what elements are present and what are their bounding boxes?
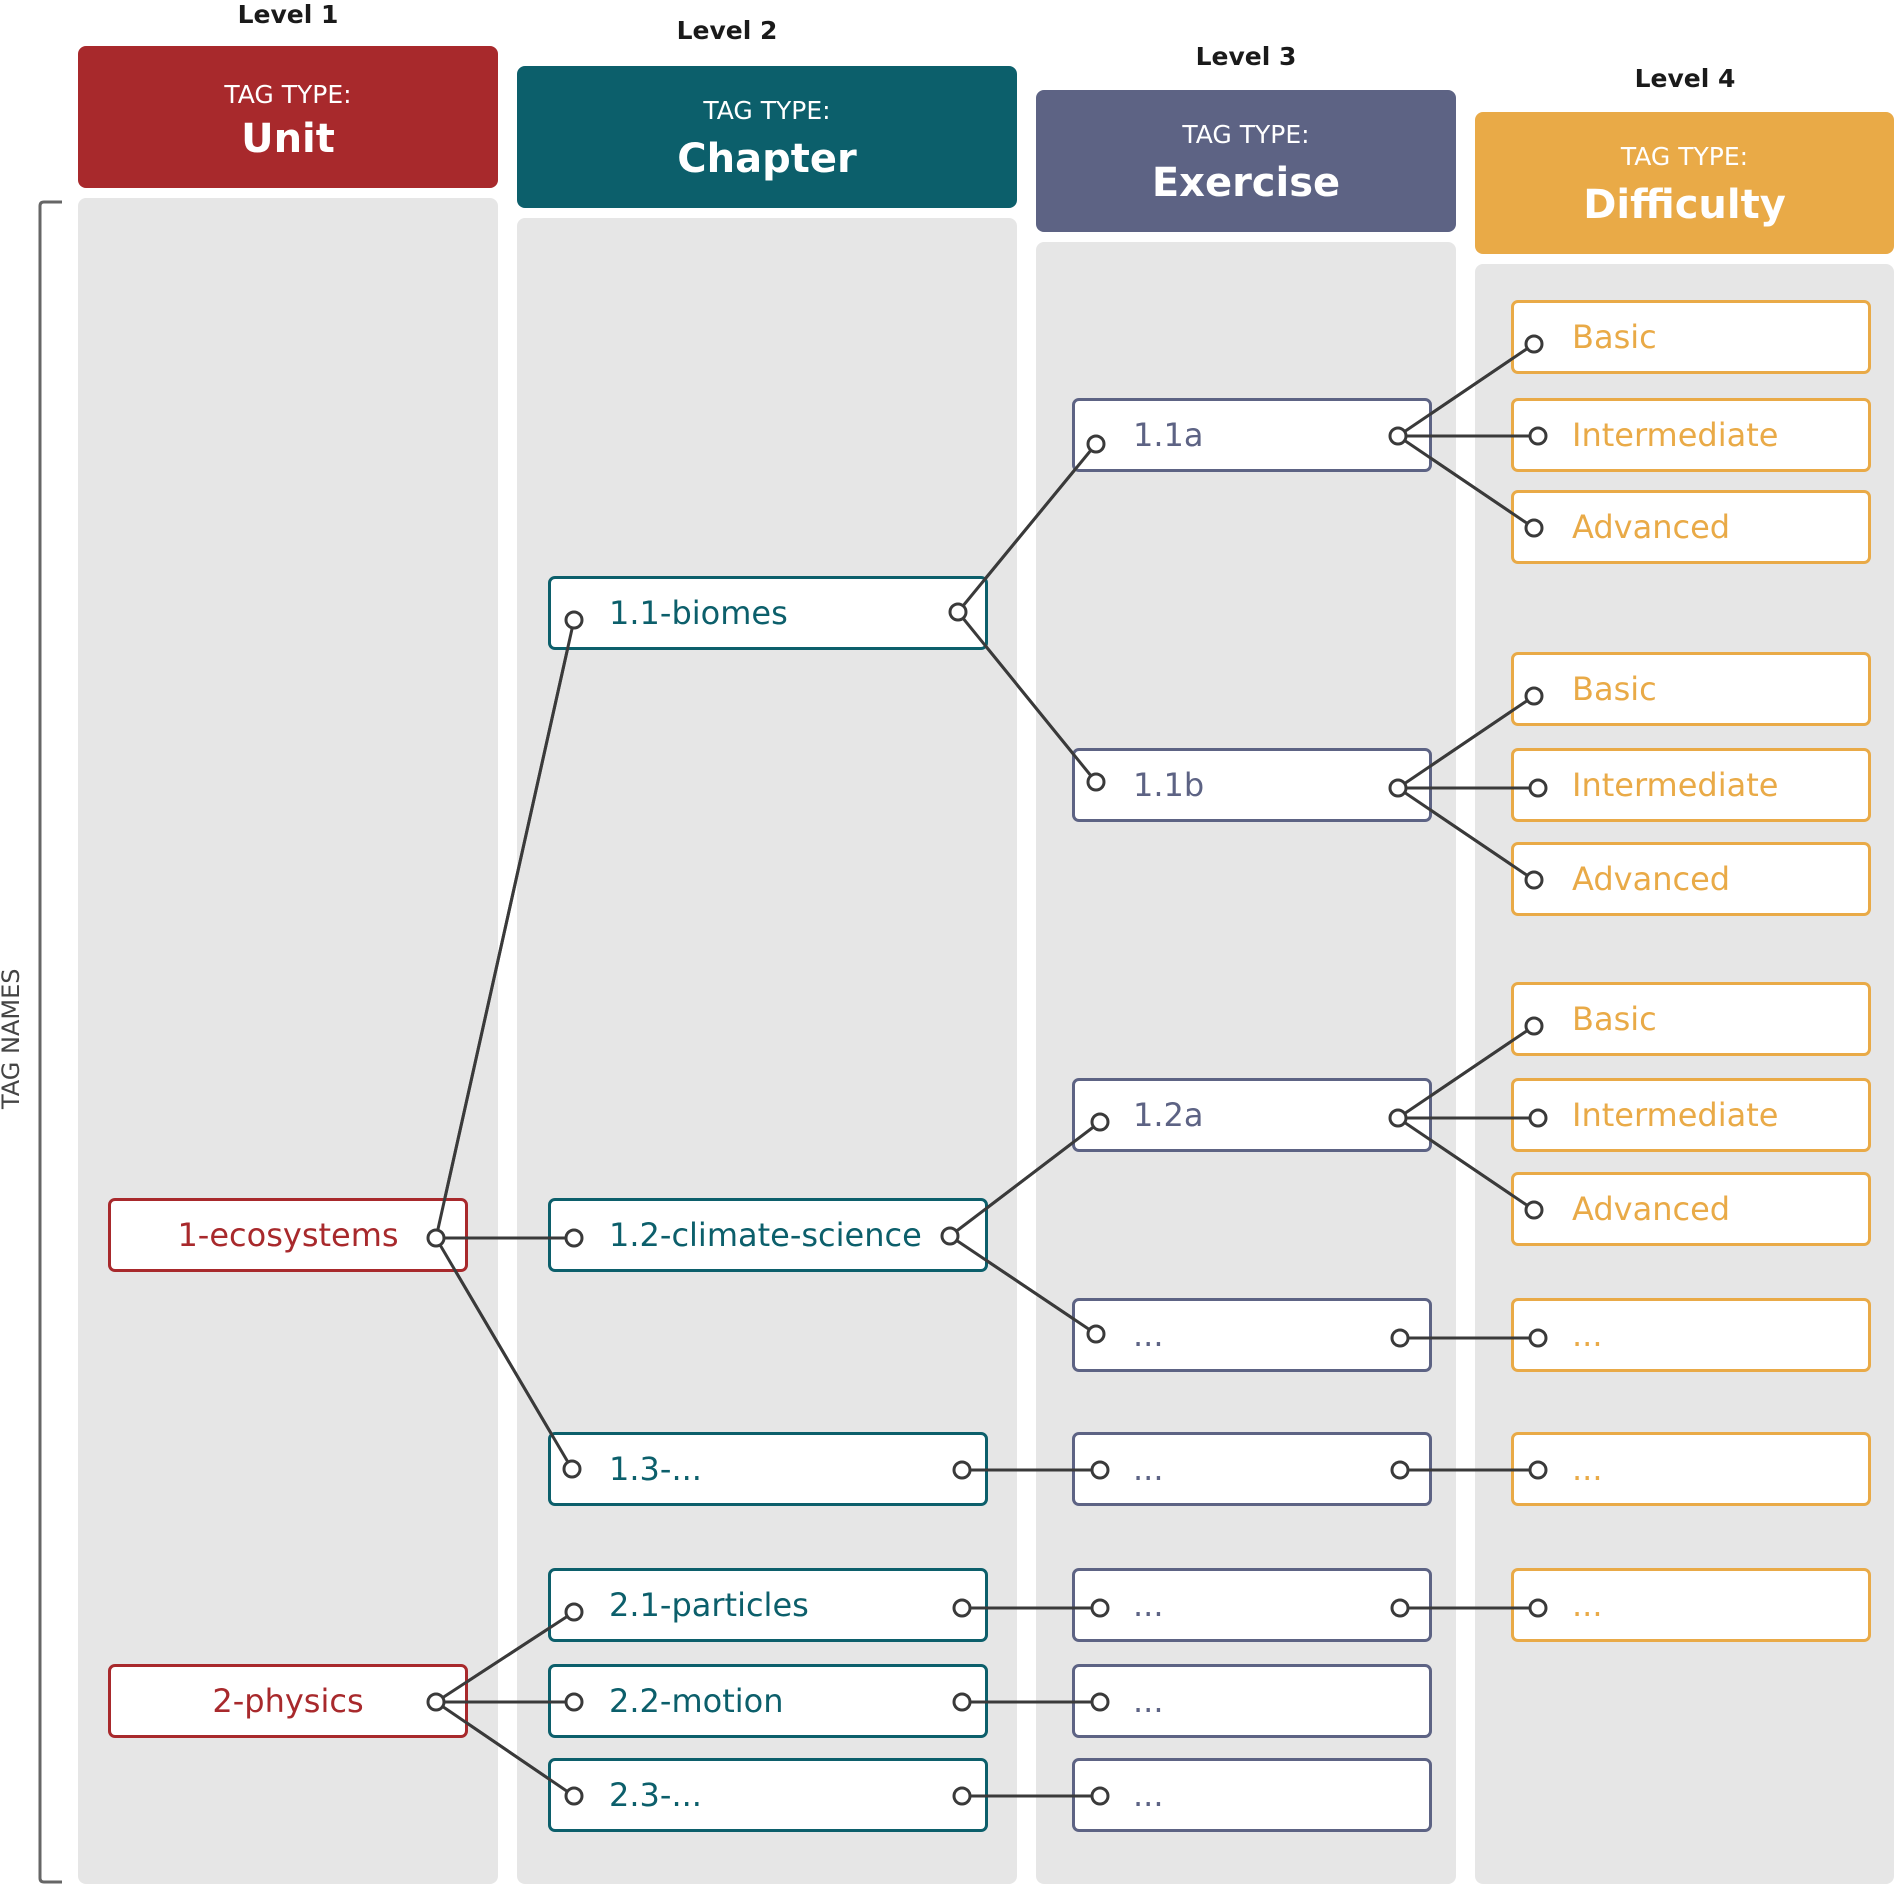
chapter-tag-label: 1.2-climate-science [609, 1216, 922, 1254]
exercise-tag-ellipsis[interactable]: ... [1072, 1664, 1432, 1738]
tag-type-name: Difficulty [1583, 182, 1786, 228]
difficulty-tag-advanced[interactable]: Advanced [1511, 1172, 1871, 1246]
unit-tag-label: 2-physics [212, 1682, 364, 1720]
difficulty-tag-label: Basic [1572, 670, 1657, 708]
level-4-label: Level 4 [1634, 64, 1736, 93]
difficulty-tag-label: ... [1572, 1586, 1603, 1624]
exercise-tag-label: 1.1a [1133, 416, 1204, 454]
chapter-tag-1-2-climate-science[interactable]: 1.2-climate-science [548, 1198, 988, 1272]
unit-column [78, 198, 498, 1884]
difficulty-tag-ellipsis[interactable]: ... [1511, 1568, 1871, 1642]
exercise-tag-ellipsis[interactable]: ... [1072, 1758, 1432, 1832]
difficulty-tag-intermediate[interactable]: Intermediate [1511, 748, 1871, 822]
difficulty-tag-label: Advanced [1572, 508, 1731, 546]
level-1-label: Level 1 [237, 0, 339, 29]
difficulty-tag-label: Basic [1572, 1000, 1657, 1038]
tag-type-unit-header: TAG TYPE: Unit [78, 46, 498, 188]
tag-type-caption: TAG TYPE: [1182, 120, 1310, 149]
difficulty-tag-advanced[interactable]: Advanced [1511, 490, 1871, 564]
chapter-tag-2-3[interactable]: 2.3-... [548, 1758, 988, 1832]
connector-line [434, 619, 576, 1239]
tag-type-exercise-header: TAG TYPE: Exercise [1036, 90, 1456, 232]
exercise-tag-label: ... [1133, 1682, 1164, 1720]
difficulty-tag-label: Advanced [1572, 1190, 1731, 1228]
difficulty-tag-intermediate[interactable]: Intermediate [1511, 1078, 1871, 1152]
tag-type-caption: TAG TYPE: [224, 80, 352, 109]
exercise-tag-label: ... [1133, 1776, 1164, 1814]
chapter-tag-label: 1.1-biomes [609, 594, 788, 632]
difficulty-tag-label: Advanced [1572, 860, 1731, 898]
exercise-tag-ellipsis[interactable]: ... [1072, 1568, 1432, 1642]
chapter-tag-2-2-motion[interactable]: 2.2-motion [548, 1664, 988, 1738]
tag-type-difficulty-header: TAG TYPE: Difficulty [1475, 112, 1894, 254]
difficulty-tag-advanced[interactable]: Advanced [1511, 842, 1871, 916]
chapter-tag-label: 2.3-... [609, 1776, 702, 1814]
exercise-tag-label: ... [1133, 1586, 1164, 1624]
chapter-tag-label: 1.3-... [609, 1450, 702, 1488]
exercise-tag-label: ... [1133, 1316, 1164, 1354]
chapter-tag-label: 2.2-motion [609, 1682, 784, 1720]
exercise-tag-1-2a[interactable]: 1.2a [1072, 1078, 1432, 1152]
tag-type-chapter-header: TAG TYPE: Chapter [517, 66, 1017, 208]
tag-names-bracket [38, 200, 62, 1884]
difficulty-tag-label: Intermediate [1572, 766, 1779, 804]
chapter-tag-1-1-biomes[interactable]: 1.1-biomes [548, 576, 988, 650]
tag-type-name: Chapter [677, 136, 857, 182]
exercise-tag-label: 1.1b [1133, 766, 1205, 804]
exercise-tag-1-1a[interactable]: 1.1a [1072, 398, 1432, 472]
unit-tag-1-ecosystems[interactable]: 1-ecosystems [108, 1198, 468, 1272]
tag-type-caption: TAG TYPE: [1620, 142, 1749, 171]
exercise-tag-1-1b[interactable]: 1.1b [1072, 748, 1432, 822]
chapter-tag-1-3[interactable]: 1.3-... [548, 1432, 988, 1506]
difficulty-tag-basic[interactable]: Basic [1511, 652, 1871, 726]
tag-type-name: Unit [241, 116, 335, 162]
difficulty-tag-label: Basic [1572, 318, 1657, 356]
level-3-label: Level 3 [1195, 42, 1297, 71]
chapter-tag-label: 2.1-particles [609, 1586, 809, 1624]
difficulty-tag-label: Intermediate [1572, 1096, 1779, 1134]
unit-tag-label: 1-ecosystems [177, 1216, 399, 1254]
exercise-tag-label: 1.2a [1133, 1096, 1204, 1134]
difficulty-tag-basic[interactable]: Basic [1511, 300, 1871, 374]
difficulty-tag-ellipsis[interactable]: ... [1511, 1298, 1871, 1372]
exercise-tag-ellipsis[interactable]: ... [1072, 1432, 1432, 1506]
tag-type-name: Exercise [1151, 160, 1341, 206]
difficulty-tag-label: Intermediate [1572, 416, 1779, 454]
difficulty-tag-ellipsis[interactable]: ... [1511, 1432, 1871, 1506]
unit-tag-2-physics[interactable]: 2-physics [108, 1664, 468, 1738]
tag-type-caption: TAG TYPE: [703, 96, 831, 125]
difficulty-tag-basic[interactable]: Basic [1511, 982, 1871, 1056]
level-2-label: Level 2 [676, 16, 778, 45]
exercise-tag-ellipsis[interactable]: ... [1072, 1298, 1432, 1372]
difficulty-tag-label: ... [1572, 1450, 1603, 1488]
difficulty-tag-intermediate[interactable]: Intermediate [1511, 398, 1871, 472]
difficulty-tag-label: ... [1572, 1316, 1603, 1354]
chapter-tag-2-1-particles[interactable]: 2.1-particles [548, 1568, 988, 1642]
exercise-tag-label: ... [1133, 1450, 1164, 1488]
